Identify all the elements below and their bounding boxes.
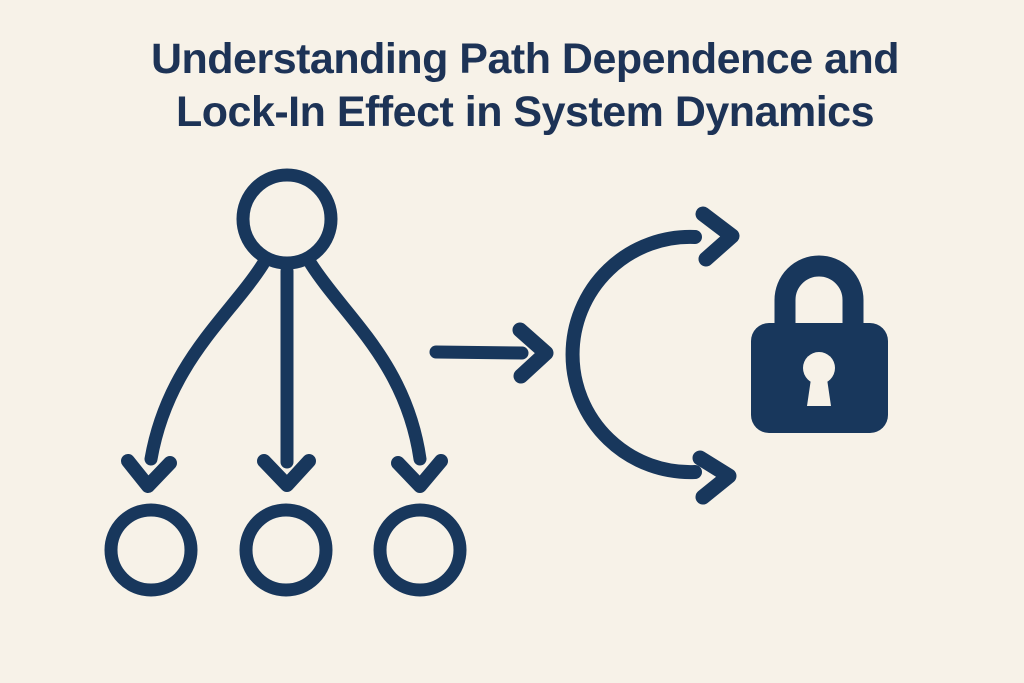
- outcome-node-center-circle: [239, 503, 333, 597]
- arrowhead-down-left-icon: [121, 454, 177, 493]
- lock-keyhole-circle: [803, 352, 835, 384]
- arrowhead-down-right-icon: [391, 454, 448, 493]
- lock-shackle: [774, 255, 864, 343]
- arrow-right-shaft: [429, 345, 529, 360]
- divergence-arrowhead-bottom: [692, 450, 737, 505]
- outcome-node-right-circle: [373, 503, 467, 597]
- lock-keyhole-stem: [807, 372, 831, 406]
- lock-icon: [751, 255, 888, 433]
- arrow-right-head: [512, 322, 554, 384]
- divergence-arc-curve: [565, 229, 702, 480]
- branch-path-right: [304, 257, 427, 466]
- divergence-arc-icon: [565, 206, 740, 505]
- outcome-node-left-circle: [104, 503, 198, 597]
- title-line-2: Lock-In Effect in System Dynamics: [176, 88, 875, 136]
- divergence-arrowhead-top: [695, 206, 740, 267]
- root-node-circle: [236, 168, 338, 270]
- arrowhead-down-center-icon: [257, 454, 316, 492]
- branching-paths-icon: [104, 168, 467, 597]
- arrow-right-icon: [429, 322, 554, 384]
- branch-path-left: [144, 257, 270, 466]
- title-line-1: Understanding Path Dependence and: [150, 35, 900, 83]
- page-title: Understanding Path Dependence and Lock-I…: [13, 33, 1024, 139]
